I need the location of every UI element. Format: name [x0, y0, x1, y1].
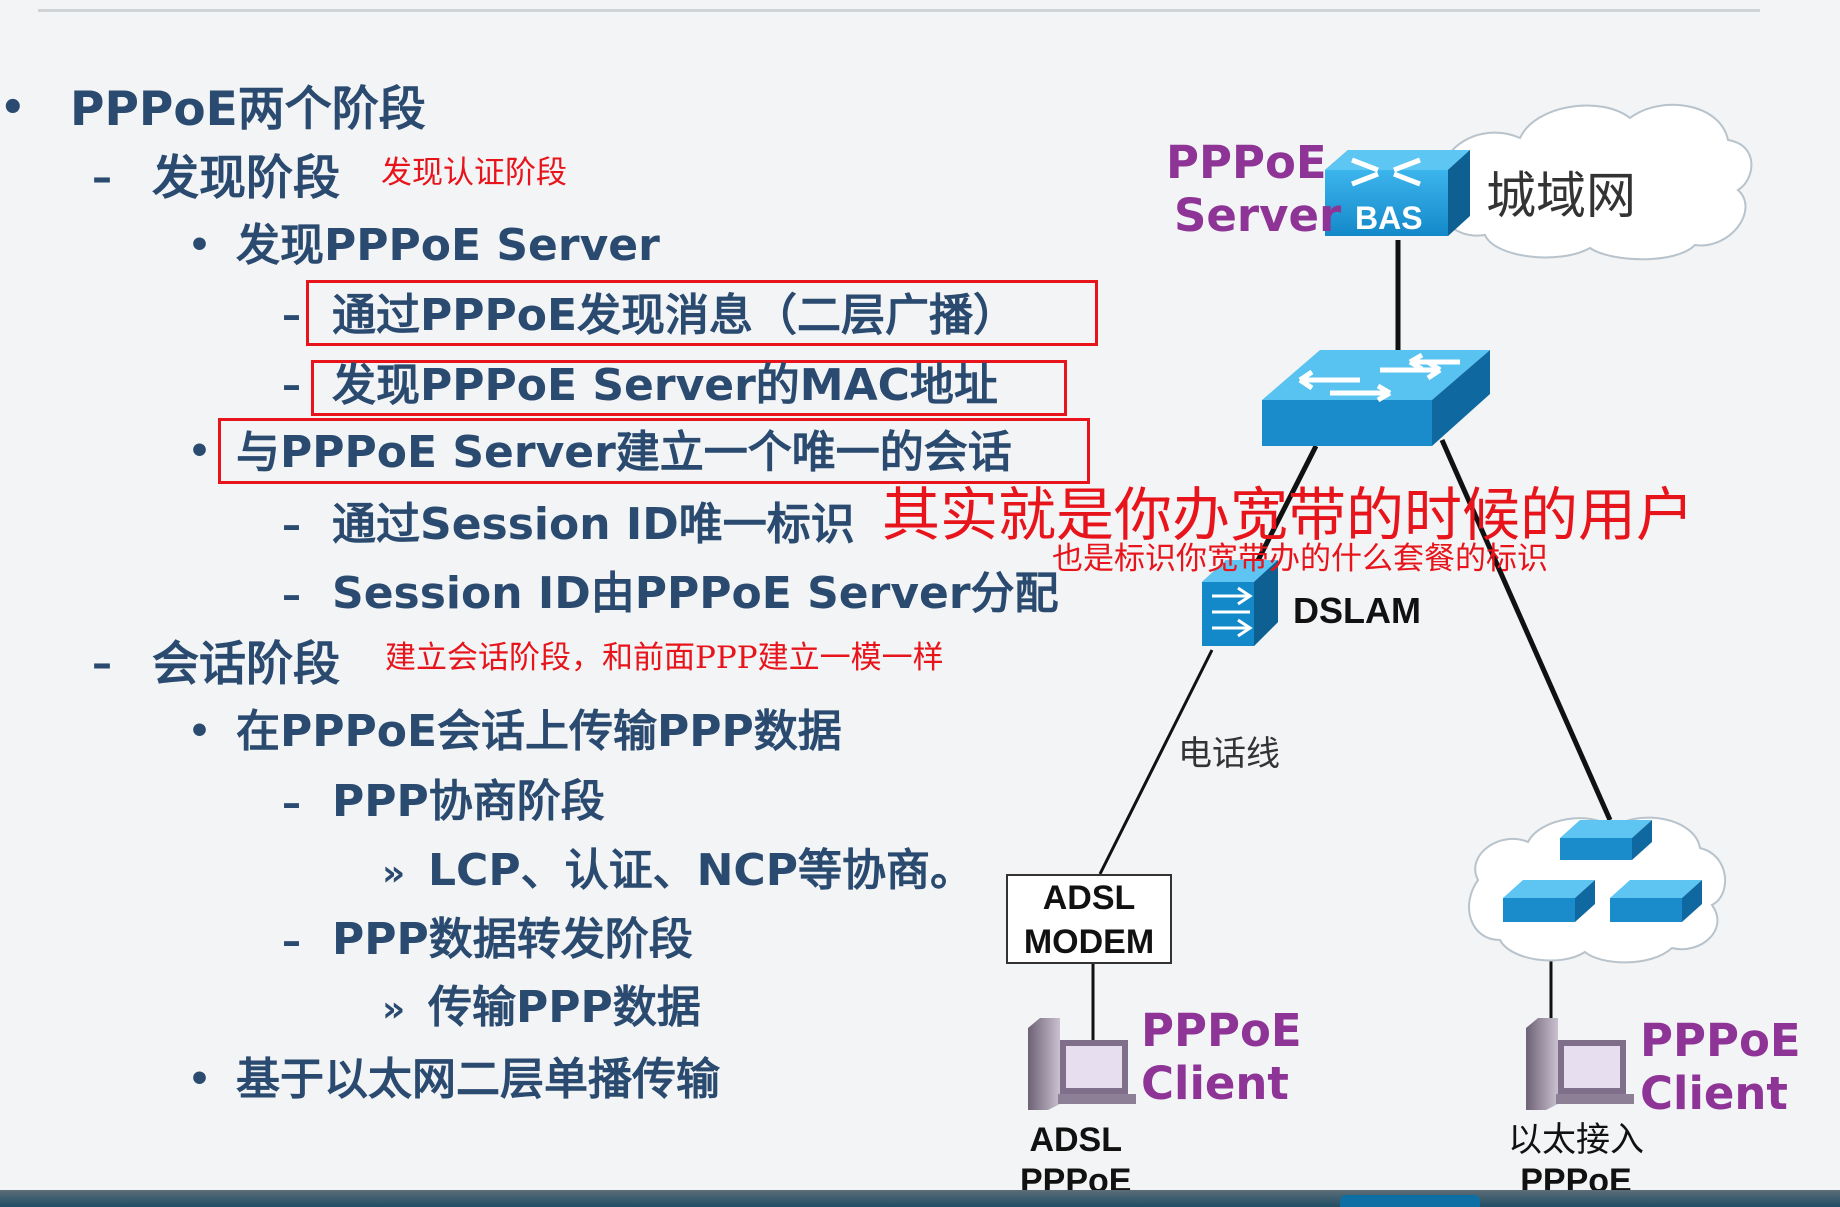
highlight-box-discovery-msg [306, 280, 1098, 346]
annotation-user-note: 其实就是你办宽带的时候的用户 [882, 481, 1695, 549]
bullet-marker: • [188, 711, 212, 752]
dash-marker: – [282, 919, 301, 963]
dash-marker: – [282, 503, 301, 547]
switch-to-dslam-line [1245, 444, 1319, 582]
bottom-bar-accent [1340, 1195, 1480, 1207]
lan-cloud-icon [1468, 816, 1727, 964]
ppp-forwarding-item: PPP数据转发阶段 [332, 914, 693, 965]
session-note: 建立会话阶段，和前面PPP建立一模一样 [385, 640, 944, 676]
switch-to-lan-line [1439, 438, 1613, 822]
pppoe-server-label-line2: Server [1174, 189, 1342, 243]
metro-network-label: 城域网 [1486, 167, 1636, 225]
eth-caption-line1: 以太接入 [1508, 1120, 1644, 1160]
metro-cloud-icon [1439, 103, 1753, 261]
bullet-marker: • [0, 85, 26, 131]
session-id-item: 通过Session ID唯一标识 [332, 499, 855, 550]
modem-label-line1: ADSL [1042, 879, 1136, 917]
adsl-modem-box: ADSL MODEM [1006, 874, 1172, 964]
pppoe-client-right-label: PPPoE Client [1640, 1014, 1801, 1120]
dslam-label: DSLAM [1293, 590, 1421, 631]
dash-marker: – [282, 781, 301, 825]
highlight-box-unique-session [218, 418, 1090, 484]
core-switch-icon [1262, 350, 1490, 446]
dash-marker: – [92, 155, 112, 201]
pppoe-client-left-label: PPPoE Client [1141, 1004, 1302, 1110]
discovery-stage-label: 发现阶段 [152, 151, 340, 206]
client-left-computer-icon [1028, 1018, 1136, 1110]
ppp-negotiation-item: PPP协商阶段 [332, 776, 605, 827]
pppoe-server-label: PPPoE Server [1166, 136, 1341, 242]
raquo-marker: » [382, 989, 406, 1030]
raquo-marker: » [382, 853, 406, 894]
lan-switch-left-icon [1503, 880, 1595, 922]
bottom-bar [0, 1190, 1840, 1207]
adsl-caption-line1: ADSL [1029, 1121, 1123, 1159]
lan-switch-right-icon [1610, 880, 1702, 922]
client-right-line2: Client [1640, 1067, 1788, 1121]
dslam-device-icon [1202, 560, 1278, 646]
transfer-data-item: 传输PPP数据 [428, 982, 701, 1033]
unique-session-item: 与PPPoE Server建立一个唯一的会话 [236, 427, 1012, 478]
bas-label: BAS [1355, 200, 1423, 236]
highlight-box-find-mac [311, 360, 1067, 416]
session-stage-label: 会话阶段 [152, 637, 340, 692]
annotation-package-note: 也是标识你宽带办的什么套餐的标识 [1052, 541, 1548, 577]
transfer-ppp-item: 在PPPoE会话上传输PPP数据 [236, 706, 842, 757]
find-mac-item: 发现PPPoE Server的MAC地址 [332, 360, 998, 411]
client-left-line1: PPPoE [1141, 1004, 1302, 1057]
dash-marker: – [282, 293, 301, 337]
discovery-message-item: 通过PPPoE发现消息（二层广播） [332, 290, 1018, 341]
bullet-marker: • [188, 1059, 212, 1100]
top-divider [38, 9, 1760, 12]
unicast-item: 基于以太网二层单播传输 [236, 1054, 720, 1105]
dash-marker: – [92, 641, 112, 687]
dslam-to-modem-line [1098, 649, 1214, 875]
dash-marker: – [282, 573, 301, 617]
dash-marker: – [282, 363, 301, 407]
client-left-line2: Client [1141, 1057, 1289, 1111]
bullet-marker: • [188, 431, 212, 472]
find-server-item: 发现PPPoE Server [236, 220, 660, 271]
bas-router-icon [1325, 150, 1470, 236]
client-right-computer-icon [1526, 1018, 1634, 1110]
lan-switch-top-icon [1560, 820, 1652, 860]
lcp-item: LCP、认证、NCP等协商。 [428, 845, 974, 896]
session-id-alloc-item: Session ID由PPPoE Server分配 [332, 568, 1059, 619]
phone-line-label: 电话线 [1178, 734, 1280, 774]
client-right-line1: PPPoE [1640, 1014, 1801, 1067]
discovery-note: 发现认证阶段 [381, 155, 567, 191]
bullet-marker: • [188, 225, 212, 266]
pppoe-server-label-line1: PPPoE [1166, 136, 1327, 189]
modem-label-line2: MODEM [1023, 923, 1155, 961]
heading-pppoe-stages: PPPoE两个阶段 [70, 82, 426, 137]
